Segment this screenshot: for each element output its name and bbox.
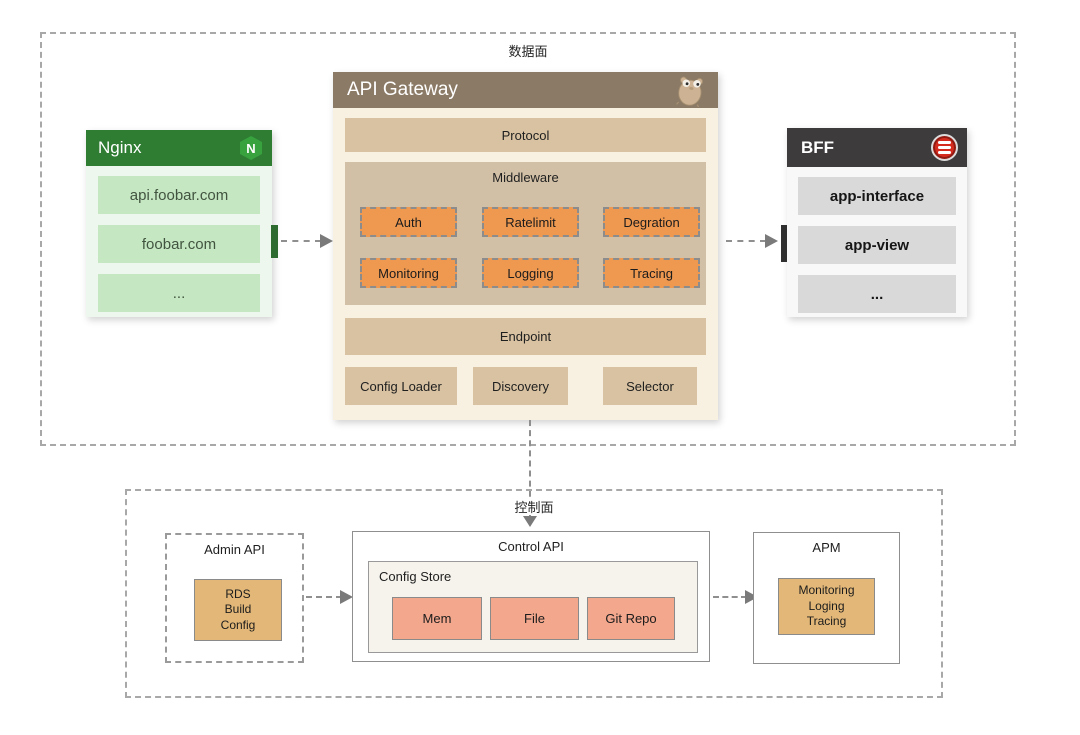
nginx-host-row: api.foobar.com xyxy=(98,176,260,214)
config-loader-box: Config Loader xyxy=(345,367,457,405)
control-plane-label: 控制面 xyxy=(127,497,941,516)
rds-build-config-box: RDS Build Config xyxy=(194,579,282,641)
bff-title: BFF xyxy=(801,137,835,157)
nginx-logo-icon: N xyxy=(240,136,262,160)
nginx-node: Nginx N api.foobar.com foobar.com ... xyxy=(86,130,272,317)
protocol-layer: Protocol xyxy=(345,118,706,152)
nginx-to-gateway-arrowhead xyxy=(320,234,333,248)
middleware-layer: Middleware Auth Ratelimit Degration Moni… xyxy=(345,162,706,305)
bff-service-row: app-interface xyxy=(798,177,956,215)
gopher-icon xyxy=(676,76,704,107)
nginx-connector-nub xyxy=(271,225,278,258)
middleware-tracing: Tracing xyxy=(603,258,700,288)
discovery-box: Discovery xyxy=(473,367,568,405)
bff-node: BFF app-interface app-view ... xyxy=(787,128,967,317)
control-api-node: Control API Config Store Mem File Git Re… xyxy=(352,531,710,662)
middleware-ratelimit: Ratelimit xyxy=(482,207,579,237)
database-icon xyxy=(931,134,958,161)
middleware-logging: Logging xyxy=(482,258,579,288)
api-gateway-title: API Gateway xyxy=(347,79,458,100)
bff-body: app-interface app-view ... xyxy=(787,167,967,323)
nginx-host-row: ... xyxy=(98,274,260,312)
api-gateway-header: API Gateway xyxy=(333,72,718,108)
middleware-degration: Degration xyxy=(603,207,700,237)
store-git-repo: Git Repo xyxy=(587,597,675,640)
nginx-to-gateway-line xyxy=(281,240,321,242)
admin-to-control-arrowhead xyxy=(340,590,353,604)
bff-service-row: ... xyxy=(798,275,956,313)
gateway-to-bff-arrowhead xyxy=(765,234,778,248)
config-store-label: Config Store xyxy=(379,569,452,584)
bff-service-row: app-view xyxy=(798,226,956,264)
endpoint-layer: Endpoint xyxy=(345,318,706,355)
gateway-to-control-line xyxy=(529,420,531,517)
control-to-apm-line xyxy=(713,596,747,598)
admin-api-node: Admin API RDS Build Config xyxy=(165,533,304,663)
api-gateway-node: API Gateway Protocol Middleware xyxy=(333,72,718,420)
gateway-to-control-arrowhead xyxy=(523,516,537,527)
store-mem: Mem xyxy=(392,597,482,640)
admin-to-control-line xyxy=(306,596,342,598)
data-plane-container: 数据面 xyxy=(40,32,1016,446)
nginx-body: api.foobar.com foobar.com ... xyxy=(86,166,272,322)
admin-api-title: Admin API xyxy=(204,542,265,557)
gateway-to-bff-line xyxy=(726,240,766,242)
apm-capabilities-box: Monitoring Loging Tracing xyxy=(778,578,875,635)
middleware-label: Middleware xyxy=(492,170,559,185)
nginx-host-row: foobar.com xyxy=(98,225,260,263)
bff-header: BFF xyxy=(787,128,967,167)
apm-node: APM Monitoring Loging Tracing xyxy=(753,532,900,664)
nginx-title: Nginx xyxy=(98,138,142,157)
config-store-box: Config Store Mem File Git Repo xyxy=(368,561,698,653)
middleware-auth: Auth xyxy=(360,207,457,237)
middleware-monitoring: Monitoring xyxy=(360,258,457,288)
data-plane-label: 数据面 xyxy=(508,44,548,59)
nginx-header: Nginx N xyxy=(86,130,272,166)
selector-box: Selector xyxy=(603,367,697,405)
store-file: File xyxy=(490,597,579,640)
apm-title: APM xyxy=(812,540,841,555)
control-api-title: Control API xyxy=(498,539,564,554)
bff-connector-nub xyxy=(781,225,787,262)
control-plane-container: 控制面 xyxy=(125,489,943,698)
